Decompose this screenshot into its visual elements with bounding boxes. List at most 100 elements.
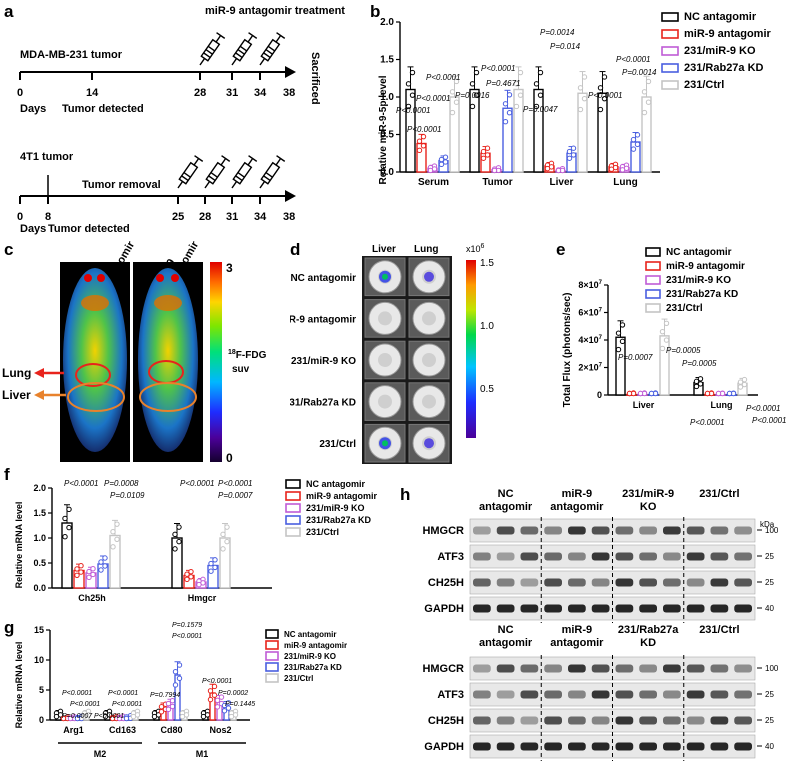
y-tick-label: 10 bbox=[34, 655, 44, 665]
blot-band bbox=[639, 690, 657, 699]
ivis-row-label: 231/Ctrl bbox=[319, 439, 356, 450]
data-point bbox=[577, 106, 584, 113]
y-tick-label: 1.0 bbox=[33, 533, 46, 543]
bar bbox=[502, 107, 513, 173]
b-p-liver-2: P=0.014 bbox=[550, 42, 581, 51]
blot-band bbox=[639, 578, 657, 587]
row2-model: 4T1 tumor bbox=[20, 151, 74, 163]
data-point bbox=[224, 538, 230, 545]
data-point bbox=[630, 136, 637, 143]
data-point bbox=[648, 390, 655, 397]
data-point bbox=[60, 715, 67, 722]
h-group-label: KO bbox=[640, 501, 657, 513]
blot-band bbox=[473, 664, 491, 673]
blot-band bbox=[639, 742, 657, 751]
legend-label: 231/Rab27a KD bbox=[684, 62, 764, 74]
kda-label: 100 bbox=[765, 526, 779, 535]
x-tick-label: Cd80 bbox=[160, 725, 182, 735]
blot-band bbox=[734, 716, 752, 725]
data-point bbox=[663, 337, 670, 343]
blot-band bbox=[568, 526, 586, 535]
blot-band bbox=[544, 664, 562, 673]
syringe-icon bbox=[177, 155, 286, 189]
data-point bbox=[449, 109, 456, 116]
data-point bbox=[98, 559, 104, 565]
y-tick-label: 0 bbox=[597, 390, 602, 400]
blot-band bbox=[496, 664, 515, 673]
band-label: CH25H bbox=[428, 577, 464, 589]
kda-label: 25 bbox=[765, 690, 774, 699]
data-point bbox=[619, 338, 626, 345]
h-group-label: 231/Ctrl bbox=[699, 624, 739, 636]
blot-band bbox=[686, 552, 705, 561]
data-point bbox=[533, 81, 540, 87]
data-point bbox=[537, 92, 544, 98]
data-point bbox=[409, 69, 416, 76]
ivis-cells bbox=[364, 257, 450, 463]
e-bars bbox=[615, 318, 748, 397]
blot-band bbox=[496, 742, 515, 751]
bar bbox=[61, 522, 73, 589]
panel-label-c: c bbox=[4, 240, 14, 259]
data-point bbox=[188, 568, 194, 575]
legend-label: NC antagomir bbox=[684, 11, 757, 23]
legend-swatch bbox=[285, 515, 301, 525]
data-point bbox=[98, 567, 104, 573]
g-p-3: P<0.0001 bbox=[70, 701, 100, 708]
m1-label: M1 bbox=[196, 749, 209, 759]
blot-band bbox=[663, 742, 681, 751]
data-point bbox=[225, 705, 232, 711]
row1-model: MDA-MB-231 tumor bbox=[20, 49, 123, 61]
d-col-liver: Liver bbox=[372, 244, 396, 255]
panel-label-a: a bbox=[4, 2, 14, 21]
blot-band bbox=[734, 664, 752, 673]
data-point bbox=[172, 546, 178, 552]
data-point bbox=[66, 506, 72, 513]
blot-band bbox=[686, 690, 705, 699]
data-point bbox=[211, 692, 218, 698]
data-point bbox=[179, 713, 186, 720]
data-point bbox=[737, 379, 744, 385]
y-tick-exp: 7 bbox=[599, 308, 603, 314]
blot-band bbox=[710, 552, 729, 561]
g-p-6: P<0.0001 bbox=[112, 701, 142, 708]
blot-band bbox=[639, 604, 657, 613]
data-point bbox=[405, 81, 412, 87]
d-scale-05: 0.5 bbox=[480, 384, 494, 395]
y-tick-label: 0.0 bbox=[380, 167, 394, 178]
blot-band bbox=[686, 742, 705, 751]
blot-band bbox=[663, 552, 681, 561]
blot-band bbox=[734, 552, 752, 561]
data-point bbox=[491, 167, 498, 174]
blot-band bbox=[663, 690, 681, 699]
data-point bbox=[469, 81, 476, 87]
x-tick-label: Tumor bbox=[482, 177, 512, 188]
timeline-diagram: miR-9 antagomir treatment MDA-MB-231 tum… bbox=[17, 5, 345, 235]
data-point bbox=[221, 708, 228, 714]
data-point bbox=[663, 320, 670, 326]
h-group-label: NC bbox=[498, 488, 514, 500]
blot-band bbox=[615, 716, 634, 725]
data-point bbox=[581, 95, 588, 102]
data-point bbox=[615, 330, 622, 336]
f-p-3: P=0.0109 bbox=[110, 491, 145, 500]
b-p-tumor-1: P=0.0016 bbox=[455, 91, 490, 100]
y-tick-label: 0.5 bbox=[33, 558, 46, 568]
ivis-tissue bbox=[422, 311, 436, 326]
y-tick-exp: 7 bbox=[599, 280, 603, 286]
h-group-label: antagomir bbox=[479, 637, 533, 649]
y-tick-label: 6×107 bbox=[578, 308, 602, 318]
data-point bbox=[577, 85, 584, 91]
data-point bbox=[220, 546, 226, 552]
blot-band bbox=[544, 578, 562, 587]
h-group-label: antagomir bbox=[550, 501, 604, 513]
legend-swatch bbox=[645, 261, 661, 271]
f-bars bbox=[61, 504, 231, 589]
panel-label-e: e bbox=[556, 240, 566, 259]
data-point bbox=[513, 81, 520, 87]
row2-tick-38: 38 bbox=[283, 211, 295, 223]
data-point bbox=[218, 694, 225, 700]
data-point bbox=[110, 529, 116, 535]
